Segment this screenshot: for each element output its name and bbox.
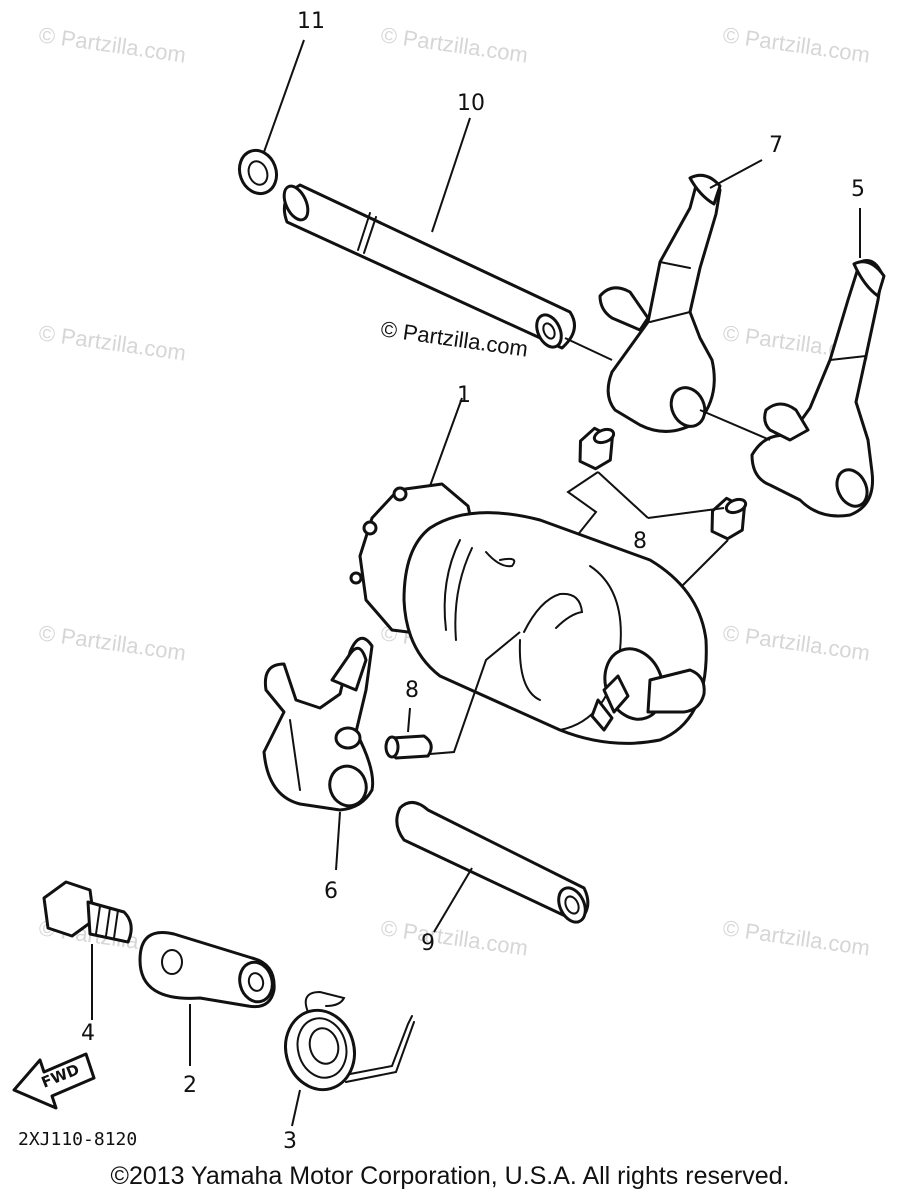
part-9-guide-bar [395, 801, 590, 924]
part-11-circlip [237, 148, 279, 196]
part-5-shift-fork [750, 259, 886, 518]
leader-1 [429, 397, 463, 487]
leader-3 [291, 1089, 301, 1127]
watermark: © Partzilla.com [721, 620, 871, 665]
part-8-lower-dowel-pin [384, 734, 433, 760]
callout-1: 1 [457, 383, 471, 408]
leader-8-upper-d [675, 539, 729, 593]
callout-3: 3 [283, 1129, 297, 1154]
watermark: © Partzilla.com [37, 320, 187, 365]
leader-9 [433, 867, 473, 933]
callout-8: 8 [633, 529, 647, 554]
callout-2: 2 [183, 1073, 197, 1098]
watermark: © Partzilla.com [721, 22, 871, 67]
callout-9: 9 [421, 931, 435, 956]
watermark: © Partzilla.com [379, 22, 529, 67]
leader-6 [335, 811, 341, 871]
callout-7: 7 [769, 133, 783, 158]
fwd-arrow-icon: FWD [12, 1052, 96, 1110]
watermark: © Partzilla.com [379, 915, 529, 960]
leader-7 [709, 159, 763, 189]
copyright-notice: ©2013 Yamaha Motor Corporation, U.S.A. A… [110, 1162, 790, 1190]
watermark: © Partzilla.com [721, 915, 871, 960]
callout-numbers: 11 10 7 5 1 8 8 6 9 4 2 3 [81, 9, 865, 1154]
leader-8-upper-c [647, 507, 725, 519]
part-1-shift-drum [349, 482, 708, 745]
callout-8: 8 [405, 678, 419, 703]
callout-11: 11 [297, 9, 325, 34]
part-8-upper-dowel-pins [578, 426, 748, 541]
leader-8-lower [407, 707, 411, 733]
leader-10 [431, 117, 471, 233]
part-2-stopper-lever [138, 931, 276, 1009]
callout-6: 6 [324, 879, 338, 904]
callout-10: 10 [457, 91, 485, 116]
part-7-shift-fork [598, 173, 722, 433]
watermark: © Partzilla.com [37, 22, 187, 67]
leader-11 [263, 39, 305, 153]
leader-8-upper-b [597, 471, 649, 519]
callout-5: 5 [851, 177, 865, 202]
leader-8-upper-a [566, 471, 599, 543]
fork-shaft-line [699, 409, 771, 441]
part-4-bolt [42, 880, 133, 944]
part-3-torsion-spring [284, 990, 415, 1092]
callout-4: 4 [81, 1021, 95, 1046]
watermark: © Partzilla.com [37, 620, 187, 665]
guide-bar-line [564, 337, 613, 361]
diagram-code: 2XJ110-8120 [18, 1129, 137, 1150]
pin-to-drum-line [429, 631, 521, 755]
part-10-guide-bar [282, 183, 576, 350]
part-6-shift-fork [262, 636, 375, 812]
